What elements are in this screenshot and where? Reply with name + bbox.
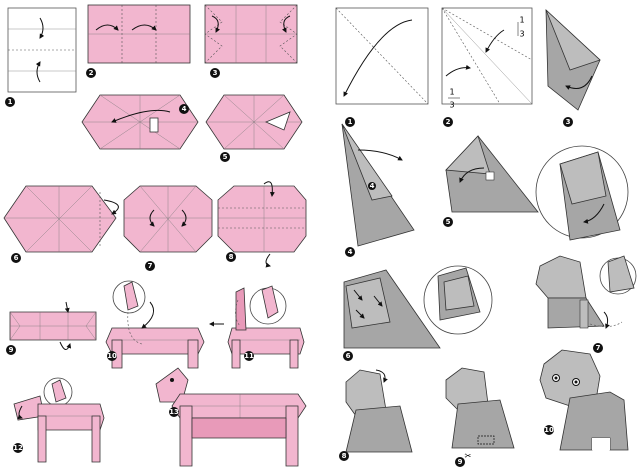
- elephant-step-4: 4 4: [341, 123, 415, 257]
- step-number: 1: [8, 98, 13, 106]
- elephant-step-1: 1: [335, 7, 429, 127]
- step-number: 4: [348, 248, 353, 256]
- step-number: 1: [348, 118, 353, 126]
- step-number: 9: [458, 458, 463, 466]
- step-number: 3: [213, 69, 218, 77]
- dog-step-7: 7: [123, 185, 213, 271]
- step-number: 7: [148, 262, 153, 270]
- fraction-top-num: 1: [519, 16, 524, 25]
- step-number: 11: [244, 352, 254, 360]
- step-number: 5: [446, 218, 451, 226]
- dog-step-6: 6: [3, 185, 119, 263]
- fraction-top-den: 3: [519, 30, 524, 39]
- elephant-step-3: 3: [545, 9, 601, 127]
- step-number: 10: [107, 352, 117, 360]
- dog-step-13: 13: [155, 367, 307, 467]
- scissors-icon: ✂: [465, 452, 472, 461]
- elephant-step-7: 7: [535, 255, 637, 353]
- elephant-step-10: 10: [539, 349, 629, 451]
- dog-step-8: 8: [217, 181, 307, 268]
- step-number: 7: [596, 344, 601, 352]
- step-number: 6: [346, 352, 351, 360]
- elephant-step-5-inset: [535, 145, 629, 241]
- step-number: 2: [89, 69, 94, 77]
- step-number: 12: [13, 444, 23, 452]
- dog-step-11: 11: [209, 285, 305, 369]
- step-number: 8: [229, 253, 234, 261]
- elephant-step-5: 5: [443, 135, 539, 227]
- elephant-step-6-inset: [423, 265, 493, 335]
- dog-step-2: 2: [86, 4, 191, 78]
- elephant-diagram: 1 1 3 1 3 2 3: [335, 7, 637, 467]
- step-number: 10: [544, 426, 554, 434]
- elephant-step-9: ✂ 9: [445, 367, 515, 467]
- dog-step-5: 5: [205, 94, 303, 162]
- step-number: 9: [9, 346, 14, 354]
- elephant-step-8: 8: [339, 369, 413, 461]
- step-number: 4: [182, 105, 187, 113]
- step-number: 3: [566, 118, 571, 126]
- step-number: 4: [370, 182, 375, 190]
- dog-step-3: 3: [204, 4, 298, 78]
- step-number: 13: [169, 408, 179, 416]
- step-number: 6: [14, 254, 19, 262]
- dog-step-10: 10: [105, 280, 205, 369]
- fraction-left-num: 1: [449, 88, 454, 97]
- elephant-step-2: 1 3 1 3 2: [441, 7, 533, 127]
- step-number: 5: [223, 153, 228, 161]
- dog-diagram: 1 2 3: [3, 4, 307, 467]
- dog-step-4: 4: [81, 94, 199, 150]
- step-number: 8: [342, 452, 347, 460]
- fraction-left-den: 3: [449, 101, 454, 110]
- step-number: 2: [446, 118, 451, 126]
- elephant-step-6: 6: [343, 269, 441, 361]
- dog-step-12: 12: [13, 377, 105, 463]
- dog-step-9: 9: [6, 301, 97, 355]
- dog-step-1: 1: [5, 7, 77, 107]
